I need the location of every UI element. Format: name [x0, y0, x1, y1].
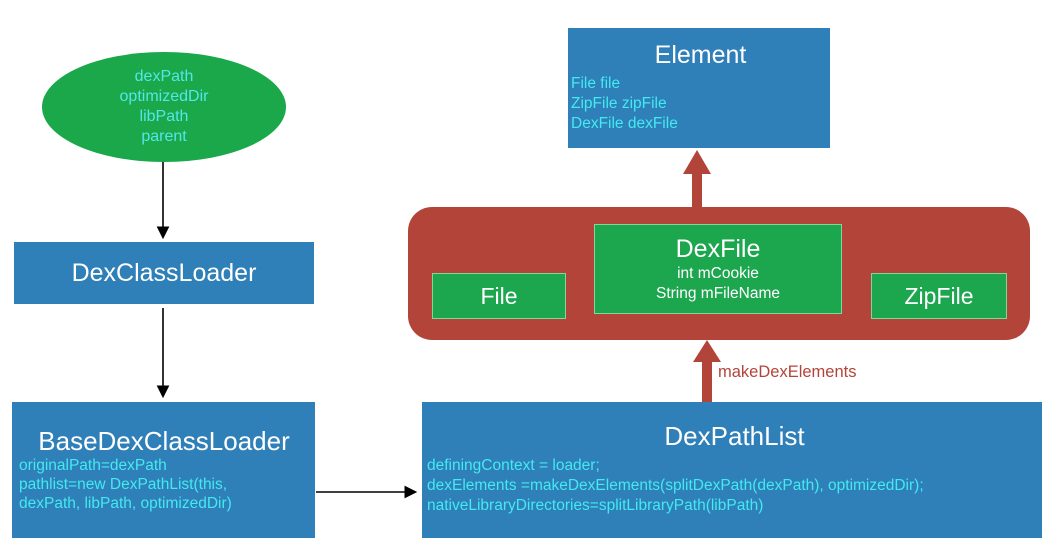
- make-dex-elements-label: makeDexElements: [718, 363, 857, 381]
- basedexclassloader-box: BaseDexClassLoader originalPath=dexPath …: [12, 402, 315, 538]
- basedex-line: dexPath, libPath, optimizedDir): [19, 495, 232, 512]
- zipfile-box: ZipFile: [871, 273, 1007, 319]
- dexclassloader-title: DexClassLoader: [71, 258, 257, 287]
- basedex-line: originalPath=dexPath: [19, 457, 167, 474]
- element-box: Element File file ZipFile zipFile DexFil…: [568, 28, 830, 148]
- dexpathlist-title: DexPathList: [664, 421, 805, 451]
- dexfile-box: DexFile int mCookie String mFileName: [594, 224, 842, 314]
- param-libpath: libPath: [139, 108, 189, 125]
- file-box: File: [432, 273, 566, 319]
- dexfile-title: DexFile: [675, 235, 761, 263]
- dexpathlist-line: nativeLibraryDirectories=splitLibraryPat…: [427, 497, 764, 514]
- dexfile-field: int mCookie: [677, 265, 759, 282]
- red-arrow-make-dex-elements: [693, 340, 721, 402]
- param-parent: parent: [141, 128, 187, 145]
- dexfile-field: String mFileName: [655, 285, 781, 302]
- file-label: File: [480, 282, 518, 309]
- param-optimizeddir: optimizedDir: [119, 88, 209, 105]
- param-dexpath: dexPath: [134, 68, 194, 85]
- basedex-line: pathlist=new DexPathList(this,: [19, 476, 228, 493]
- red-arrow-to-element: [683, 150, 711, 208]
- element-field: File file: [571, 75, 621, 92]
- element-field: ZipFile zipFile: [571, 95, 667, 112]
- element-field: DexFile dexFile: [571, 115, 678, 132]
- dexpathlist-box: DexPathList definingContext = loader; de…: [422, 402, 1042, 538]
- zipfile-label: ZipFile: [904, 282, 974, 309]
- dexpathlist-line: definingContext = loader;: [427, 457, 600, 474]
- dexclassloader-box: DexClassLoader: [14, 242, 314, 304]
- dexpathlist-line: dexElements =makeDexElements(splitDexPat…: [427, 477, 924, 494]
- element-title: Element: [654, 41, 747, 69]
- params-ellipse: dexPath optimizedDir libPath parent: [42, 52, 286, 162]
- basedexclassloader-title: BaseDexClassLoader: [38, 426, 290, 456]
